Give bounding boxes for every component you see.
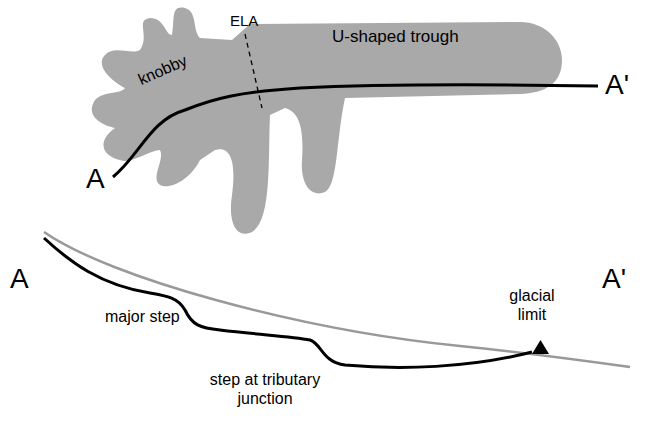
glacial-limit-marker bbox=[532, 340, 549, 354]
ela-line bbox=[245, 34, 262, 108]
section-end-label: A bbox=[10, 262, 29, 296]
valley-floor-glacial bbox=[44, 238, 532, 367]
section-end-label: A' bbox=[605, 68, 629, 102]
limit-label: glacial limit bbox=[500, 286, 564, 324]
section-end-label: A' bbox=[602, 262, 626, 296]
trough-label: U-shaped trough bbox=[332, 27, 459, 47]
step-label: major step bbox=[105, 307, 180, 326]
section-end-label: A bbox=[86, 162, 105, 196]
ela-label: ELA bbox=[230, 12, 258, 30]
valley-floor-preglacial bbox=[44, 232, 630, 367]
step-label: step at tributary junction bbox=[190, 370, 340, 408]
profile-line-plan bbox=[113, 85, 598, 177]
